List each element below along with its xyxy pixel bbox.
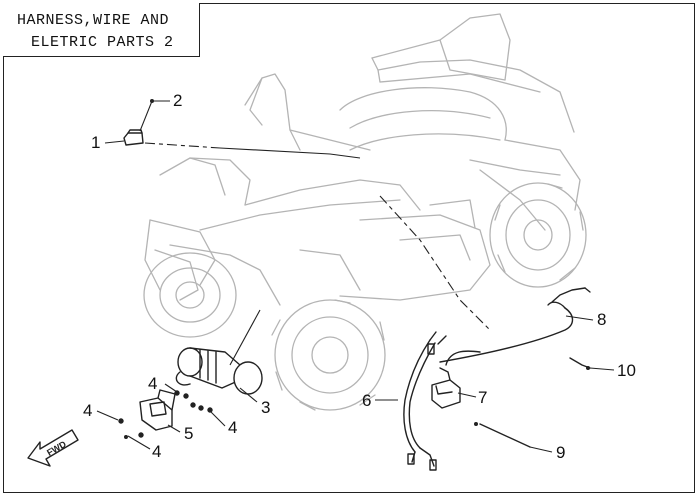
callout-10: 10 — [617, 361, 636, 380]
control-module-part — [431, 350, 481, 409]
atv-outline — [143, 13, 587, 411]
callout-1: 1 — [91, 133, 101, 152]
callout-7: 7 — [478, 388, 488, 407]
callout-4-left: 4 — [83, 401, 93, 420]
callout-4-right: 4 — [228, 418, 238, 437]
drawing-frame — [3, 3, 695, 493]
relay-cap-part — [123, 129, 144, 146]
callout-4-top: 4 — [148, 374, 158, 393]
screws-part — [118, 390, 213, 438]
title-line-2: ELETRIC PARTS 2 — [31, 34, 174, 51]
harness-part — [403, 331, 447, 471]
parts-ink — [118, 129, 591, 471]
forward-arrow-icon: FWD — [27, 429, 79, 467]
callout-3: 3 — [261, 398, 271, 417]
callout-6: 6 — [362, 391, 372, 410]
callout-9: 9 — [556, 443, 566, 462]
callout-8: 8 — [597, 310, 607, 329]
callout-4-bottom: 4 — [152, 442, 162, 461]
title-box: HARNESS,WIRE AND ELETRIC PARTS 2 — [3, 3, 200, 57]
callout-5: 5 — [184, 424, 194, 443]
callout-2: 2 — [173, 91, 183, 110]
bracket-part — [139, 389, 176, 431]
winch-part — [175, 347, 263, 395]
leader-lines — [96, 100, 615, 453]
title-line-1: HARNESS,WIRE AND — [17, 12, 170, 29]
wire-part — [479, 423, 531, 448]
leader-dots — [124, 99, 590, 439]
